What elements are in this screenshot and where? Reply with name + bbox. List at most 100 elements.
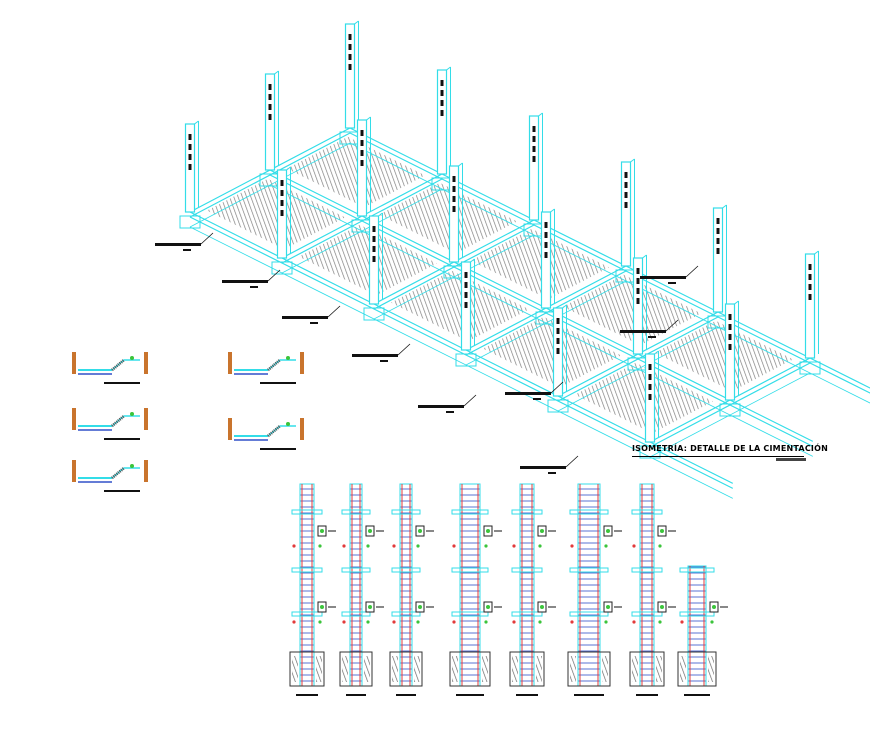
annotation-scale-mark: [310, 322, 318, 324]
annotation-leader: [327, 305, 341, 318]
section-rebar-dot: [130, 412, 134, 416]
cover-marker-red: [512, 620, 516, 624]
title-scale-bar: [776, 458, 806, 461]
annotation-leader: [550, 381, 564, 394]
column-tag-mark: [636, 278, 640, 284]
column-shaft: [712, 207, 724, 313]
section-ramp: [267, 425, 296, 437]
cover-marker-red: [632, 620, 636, 624]
section-hatch: [111, 466, 125, 480]
column-elevation: [629, 483, 676, 696]
cross-beam-lower: [557, 316, 719, 402]
cross-beam-footing: [189, 142, 351, 228]
column-tag-mark: [808, 274, 812, 280]
annotation-callout-bar: [352, 354, 398, 357]
column-rebar-elevations: [289, 483, 728, 696]
column-shaft: [448, 165, 460, 263]
column-tag-mark: [716, 238, 720, 244]
column-elevation: [677, 565, 728, 696]
column-tag-mark: [636, 288, 640, 294]
column-shaft: [620, 161, 632, 267]
column-footing: [719, 403, 741, 417]
annotation-leader: [200, 232, 214, 245]
annotation-callout-bar: [520, 466, 566, 469]
column-tag-mark: [188, 164, 192, 170]
column-tag-mark: [348, 64, 352, 70]
annotation-scale-mark: [250, 286, 258, 288]
slab-hatch-panel: [470, 228, 610, 300]
annotation-callout-bar: [222, 280, 268, 283]
column-tag-mark: [728, 314, 732, 320]
column-tag-mark: [728, 334, 732, 340]
slab-hatch-panel: [562, 274, 702, 346]
base-hatch-left: [342, 656, 348, 682]
column-tag-mark: [532, 156, 536, 162]
column-tag-mark: [464, 302, 468, 308]
column: [455, 258, 477, 367]
cover-marker: [318, 544, 322, 548]
base-footing: [339, 651, 373, 687]
stirrup-detail: [657, 601, 667, 613]
column-top-edge: [446, 66, 451, 71]
column-tag-mark: [452, 176, 456, 182]
column-tag-mark: [716, 248, 720, 254]
column: [443, 162, 465, 279]
title-underline: [632, 456, 804, 457]
column-tag-mark: [556, 338, 560, 344]
beam-band: [391, 509, 421, 515]
column-tag-mark: [360, 130, 364, 136]
annotation-callout-bar: [155, 243, 201, 246]
base-hatch-left: [392, 656, 398, 682]
column-footing: [363, 307, 385, 321]
wall-soil-edge: [228, 352, 232, 374]
cross-beam-lower: [281, 178, 443, 264]
annotation-scale-mark: [548, 472, 556, 474]
cover-marker-red: [342, 620, 346, 624]
column: [639, 350, 661, 459]
beam-band: [291, 611, 323, 617]
cover-marker-red: [292, 620, 296, 624]
base-hatch-left: [680, 656, 686, 682]
cross-beam-footing: [465, 280, 627, 366]
section-label-bar: [104, 490, 140, 492]
wall-soil-edge-right: [144, 460, 148, 482]
cover-marker-red: [392, 620, 396, 624]
beam-band: [391, 611, 421, 617]
column-footing: [179, 215, 201, 229]
column: [259, 70, 281, 187]
beam-band: [451, 567, 489, 573]
column-tag-mark: [372, 226, 376, 232]
wall-soil-edge: [72, 408, 76, 430]
beam-band: [679, 611, 715, 617]
cross-beam-lower: [373, 224, 535, 310]
cover-marker-red: [452, 544, 456, 548]
column-top-edge: [654, 350, 659, 355]
column-tag-mark: [452, 206, 456, 212]
stirrup-dot: [486, 529, 490, 533]
column-top-edge: [550, 208, 555, 213]
base-footing: [509, 651, 545, 687]
section-rebar-dot: [130, 464, 134, 468]
column-tag-mark: [808, 264, 812, 270]
long-beam-footing: [269, 184, 813, 457]
column-tag-mark: [624, 202, 628, 208]
column-tag-mark: [452, 186, 456, 192]
column-tag-mark: [440, 110, 444, 116]
wall-soil-edge-right: [300, 418, 304, 440]
column-top-edge: [194, 120, 199, 125]
base-hatch-right: [602, 656, 608, 682]
cover-marker: [604, 620, 608, 624]
column-tag-mark: [728, 324, 732, 330]
base-hatch-right: [656, 656, 662, 682]
column-footing: [455, 353, 477, 367]
column-tag-mark: [624, 172, 628, 178]
section-ramp: [111, 415, 140, 427]
wall-soil-edge: [72, 352, 76, 374]
beam-band: [631, 611, 663, 617]
column-tag-mark: [556, 328, 560, 334]
long-beam-footing: [349, 142, 870, 404]
beam-band: [569, 567, 609, 573]
column-tag-mark: [808, 294, 812, 300]
stirrup-dot: [660, 529, 664, 533]
